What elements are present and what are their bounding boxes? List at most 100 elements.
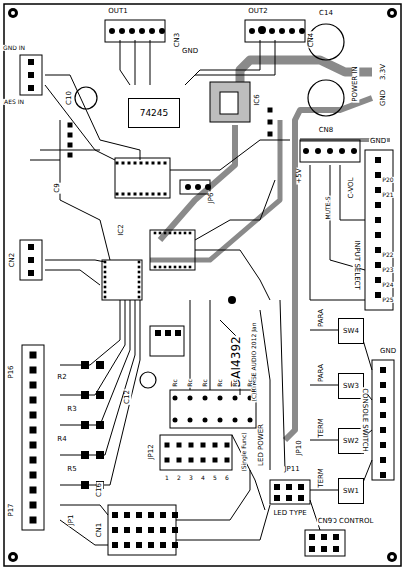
board-label: OUT1: [107, 8, 128, 15]
pad: [104, 261, 107, 264]
pad: [116, 193, 119, 196]
pad: [375, 247, 381, 253]
pad: [81, 451, 89, 459]
board-label: 6: [224, 475, 230, 481]
board-label: CN2: [9, 252, 16, 269]
board-label: IC6: [254, 93, 261, 106]
pad: [148, 512, 154, 518]
part-label: SW2: [343, 437, 359, 445]
pad: [299, 28, 305, 34]
pad: [333, 546, 339, 552]
board-label: Rc: [172, 378, 178, 387]
pad: [173, 418, 178, 423]
board-label: P24: [381, 282, 394, 288]
pad: [139, 28, 145, 34]
pad: [109, 28, 115, 34]
pad: [128, 162, 131, 165]
pad: [189, 266, 192, 269]
pad: [351, 148, 357, 154]
pad: [177, 443, 182, 448]
pad: [28, 72, 34, 78]
board-label: TERM: [318, 417, 325, 439]
pad: [155, 330, 161, 336]
pad: [274, 495, 280, 501]
pad: [119, 28, 125, 34]
pad: [248, 418, 253, 423]
board-label: P23: [381, 267, 394, 273]
pad: [268, 108, 273, 113]
pad: [146, 162, 149, 165]
switch-box: SW1: [338, 478, 364, 504]
board-label: C10: [66, 90, 73, 106]
part-label: SW4: [343, 327, 359, 335]
pad: [122, 193, 125, 196]
pad: [164, 162, 167, 165]
pad: [138, 276, 141, 279]
pad: [380, 412, 386, 418]
pad: [138, 296, 141, 299]
board-label: Rc: [202, 378, 208, 387]
board-label: GND IN: [2, 45, 26, 51]
board-label: R5: [66, 466, 77, 473]
board-label: P16: [8, 364, 15, 379]
pad: [164, 232, 167, 235]
board-label: PARA: [318, 363, 325, 383]
pad: [286, 495, 292, 501]
pad: [68, 133, 73, 138]
pad: [380, 367, 386, 373]
board-label: +5V: [296, 167, 303, 184]
board-label: C14: [318, 10, 334, 17]
pad: [218, 396, 223, 401]
board-label: R4: [56, 436, 67, 443]
board-label: POWER IN: [352, 65, 359, 102]
board-label: Rc: [232, 378, 238, 387]
board-label: OUT2: [247, 8, 268, 15]
pad: [138, 266, 141, 269]
pad: [225, 443, 230, 448]
pad: [185, 184, 191, 190]
pad: [122, 162, 125, 165]
board-label: CN4: [308, 32, 315, 49]
pad: [303, 148, 309, 154]
pad: [195, 184, 201, 190]
pad: [140, 193, 143, 196]
pad: [148, 527, 154, 533]
pad: [138, 281, 141, 284]
pad: [268, 132, 273, 137]
pad: [188, 418, 193, 423]
pad: [30, 487, 37, 494]
pad: [128, 193, 131, 196]
board-label: JP1: [68, 514, 75, 527]
pad: [175, 330, 181, 336]
pad: [279, 28, 285, 34]
board-label: 1: [164, 475, 170, 481]
board-label: GND: [380, 89, 387, 107]
pad: [375, 232, 381, 238]
pad: [169, 232, 172, 235]
switch-box: SW4: [338, 318, 364, 344]
board-label: GND: [181, 48, 199, 55]
pad: [201, 458, 206, 463]
pad: [112, 542, 118, 548]
pad: [124, 542, 130, 548]
pad: [30, 502, 37, 509]
pad: [286, 484, 292, 490]
pad: [375, 292, 381, 298]
pad: [116, 162, 119, 165]
board-label: C-VOL: [348, 176, 355, 199]
board-label: INPUT SELECT: [352, 239, 359, 291]
pad: [218, 418, 223, 423]
pad: [184, 232, 187, 235]
board-label: P25: [381, 297, 394, 303]
pad: [268, 120, 273, 125]
board-label: Rc: [247, 378, 253, 387]
board-label: C16: [96, 482, 103, 498]
pad: [173, 396, 178, 401]
pad: [298, 484, 304, 490]
pad: [213, 443, 218, 448]
pad: [172, 542, 178, 548]
board-label: 5: [212, 475, 218, 481]
pad: [28, 270, 34, 276]
pad: [138, 261, 141, 264]
